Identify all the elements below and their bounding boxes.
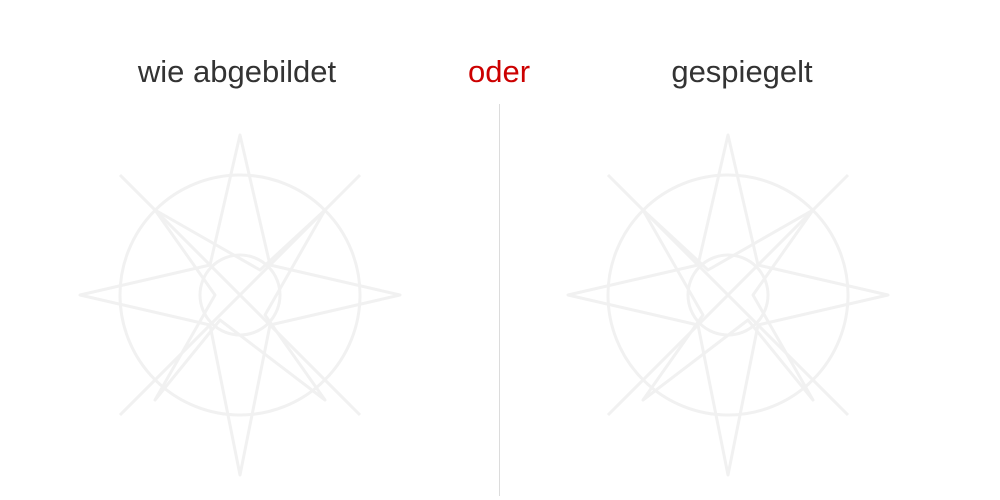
compass-star-motif-icon [78,133,402,477]
motif-mirrored[interactable] [548,115,908,495]
as-shown-label: wie abgebildet [137,54,337,89]
mirrored-label: gespiegelt [671,54,813,89]
compass-star-motif-mirrored-icon [566,133,890,477]
motif-as-shown[interactable] [60,115,420,495]
vertical-divider [499,104,500,496]
or-separator-label: oder [467,54,531,89]
